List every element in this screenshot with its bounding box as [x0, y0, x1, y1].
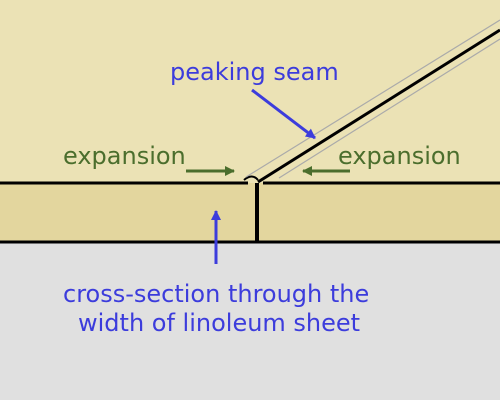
cross-section-label-line1: cross-section through the — [63, 280, 370, 308]
expansion-label-right: expansion — [338, 142, 461, 170]
seam-peak — [243, 175, 259, 181]
peaking-seam-arrow — [251, 88, 316, 140]
peaking-seam-label: peaking seam — [170, 58, 339, 86]
expansion-label-left: expansion — [63, 142, 186, 170]
peaking-sheet — [257, 28, 500, 184]
ghost-line-lower — [278, 38, 500, 179]
ghost-line-upper — [245, 19, 500, 178]
linoleum-sheet — [0, 183, 500, 243]
floor-background — [0, 243, 500, 400]
cross-section-label-line2: width of linoleum sheet — [78, 309, 361, 337]
